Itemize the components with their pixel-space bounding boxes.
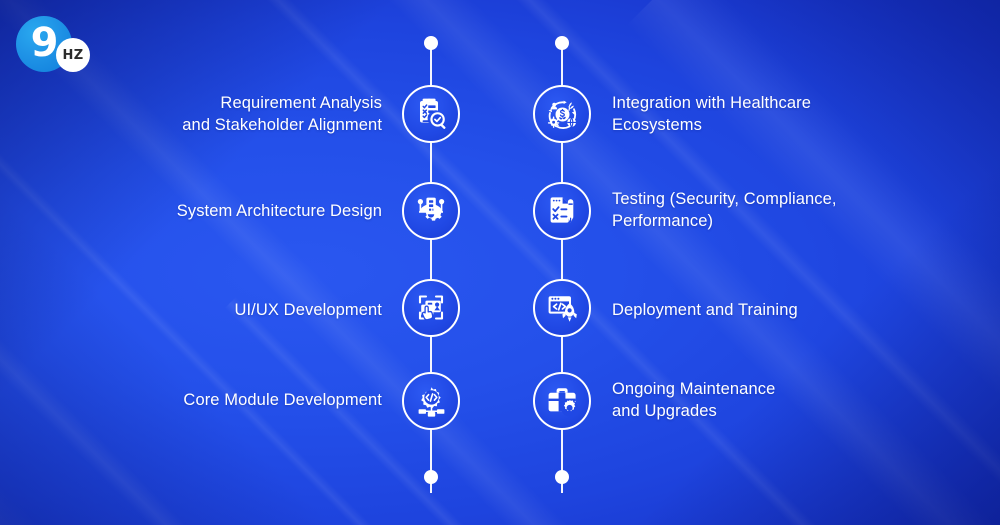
node-requirement-analysis[interactable] xyxy=(402,85,460,143)
node-ongoing-maintenance[interactable] xyxy=(533,372,591,430)
clipboard-checklist-magnifier-icon xyxy=(413,96,449,132)
label-line-1: Integration with Healthcare xyxy=(612,94,811,112)
brand-logo[interactable]: 9 HZ xyxy=(16,16,124,72)
node-healthcare-integration[interactable] xyxy=(533,85,591,143)
timeline-rail-right xyxy=(555,0,569,525)
label-deployment-training: Deployment and Training xyxy=(612,299,902,321)
node-system-architecture[interactable] xyxy=(402,182,460,240)
document-check-pen-icon xyxy=(545,194,579,228)
node-deployment-training[interactable] xyxy=(533,279,591,337)
label-line-2: Performance) xyxy=(612,212,714,231)
node-uiux-development[interactable] xyxy=(402,279,460,337)
label-line-2: and Upgrades xyxy=(612,402,717,421)
label-requirement-analysis: Requirement Analysis and Stakeholder Ali… xyxy=(122,92,382,137)
rail-line xyxy=(561,43,563,493)
label-line-1: Requirement Analysis xyxy=(220,94,382,112)
label-uiux-development: UI/UX Development xyxy=(122,299,382,321)
toolbox-gear-icon xyxy=(545,384,580,419)
label-line-1: System Architecture Design xyxy=(176,202,382,220)
label-line-1: Core Module Development xyxy=(183,391,382,409)
server-gear-network-icon xyxy=(413,193,449,229)
rail-cap-top xyxy=(555,36,569,50)
rail-cap-bottom xyxy=(424,470,438,484)
label-line-1: UI/UX Development xyxy=(234,301,382,319)
label-system-architecture: System Architecture Design xyxy=(122,200,382,222)
label-testing: Testing (Security, Compliance, Performan… xyxy=(612,188,912,233)
label-line-1: Testing (Security, Compliance, xyxy=(612,190,837,208)
label-ongoing-maintenance: Ongoing Maintenance and Upgrades xyxy=(612,378,902,423)
gear-code-modules-icon xyxy=(414,384,449,419)
node-testing[interactable] xyxy=(533,182,591,240)
logo-hz-badge: HZ xyxy=(56,38,90,72)
browser-code-rocket-icon xyxy=(545,291,580,326)
rail-line xyxy=(430,43,432,493)
logo-digit: 9 xyxy=(30,20,59,66)
node-core-module-development[interactable] xyxy=(402,372,460,430)
timeline-rail-left xyxy=(424,0,438,525)
ecosystem-cycle-icon xyxy=(544,96,581,133)
design-frames-cursor-icon xyxy=(414,291,448,325)
rail-cap-bottom xyxy=(555,470,569,484)
label-healthcare-integration: Integration with Healthcare Ecosystems xyxy=(612,92,902,137)
label-core-module-development: Core Module Development xyxy=(122,389,382,411)
label-line-1: Ongoing Maintenance xyxy=(612,380,776,398)
rail-cap-top xyxy=(424,36,438,50)
label-line-2: Ecosystems xyxy=(612,116,702,135)
label-line-1: Deployment and Training xyxy=(612,301,798,319)
label-line-2: and Stakeholder Alignment xyxy=(182,116,382,135)
